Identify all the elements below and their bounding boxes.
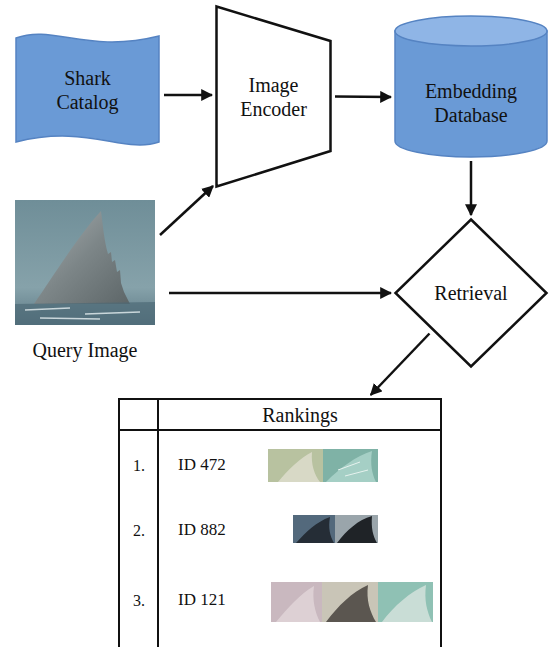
arrow-connector xyxy=(371,334,430,396)
table-header: Rankings xyxy=(158,403,442,427)
encoder-trapezoid: Image Encoder xyxy=(215,5,332,188)
decision-diamond-outline xyxy=(396,220,547,367)
thumb-fin xyxy=(337,516,377,543)
rank-number: 2. xyxy=(120,521,158,540)
encoder-trapezoid-outline xyxy=(215,5,332,188)
thumb-bg xyxy=(322,582,378,622)
arrow-connector xyxy=(169,292,391,295)
database-cylinder: Embedding Database xyxy=(394,15,548,157)
table-column-line xyxy=(157,398,159,647)
catalog-banner-outline xyxy=(16,34,159,145)
water-ripple xyxy=(25,308,140,319)
thumb-bg xyxy=(268,449,323,482)
encoder-trapezoid-outline xyxy=(217,7,331,187)
arrow-connector xyxy=(160,186,213,235)
thumbnail xyxy=(271,582,433,622)
query-photo xyxy=(15,200,155,325)
rank-number: 3. xyxy=(120,591,158,610)
rank-number: 1. xyxy=(120,456,158,475)
node-label: Retrieval xyxy=(434,281,507,305)
thumb-fin xyxy=(296,517,334,543)
thumbnail xyxy=(268,449,378,482)
cylinder-top xyxy=(395,16,547,46)
arrow-connector xyxy=(335,95,391,98)
thumb-bg xyxy=(323,449,378,482)
rankings-table: Rankings 1. ID 472 2. ID 882 3. ID 121 xyxy=(118,398,442,647)
table-cell: ID 882 xyxy=(178,520,268,540)
thumb-bg xyxy=(378,582,433,622)
water-surface xyxy=(15,302,155,325)
node-label: Embedding Database xyxy=(411,79,531,127)
table-cell: ID 472 xyxy=(178,455,268,475)
cylinder-body xyxy=(395,31,547,157)
decision-diamond: Retrieval xyxy=(394,218,548,368)
thumb-fin xyxy=(326,585,376,622)
thumb-fin xyxy=(326,451,376,482)
arrow-connector xyxy=(470,161,473,215)
thumb-bg xyxy=(335,515,378,543)
thumb-fin xyxy=(382,585,432,622)
table-cell: ID 121 xyxy=(178,590,268,610)
thumb-bg xyxy=(271,582,322,622)
thumb-lines xyxy=(338,462,368,476)
catalog-banner-outline xyxy=(15,30,160,150)
sea-background xyxy=(15,200,155,325)
thumb-bg xyxy=(293,515,335,543)
query-image: Query Image xyxy=(15,200,155,362)
arrow-connector xyxy=(164,94,212,97)
thumb-fin xyxy=(276,586,320,622)
thumb-fin xyxy=(278,452,320,482)
node-label: Shark Catalog xyxy=(38,66,138,114)
table-header-line xyxy=(118,429,442,431)
catalog-banner: Shark Catalog xyxy=(15,30,160,150)
thumbnail xyxy=(293,515,378,543)
node-label: Image Encoder xyxy=(226,73,321,121)
shark-fin xyxy=(34,211,130,304)
node-label: Query Image xyxy=(33,338,138,362)
